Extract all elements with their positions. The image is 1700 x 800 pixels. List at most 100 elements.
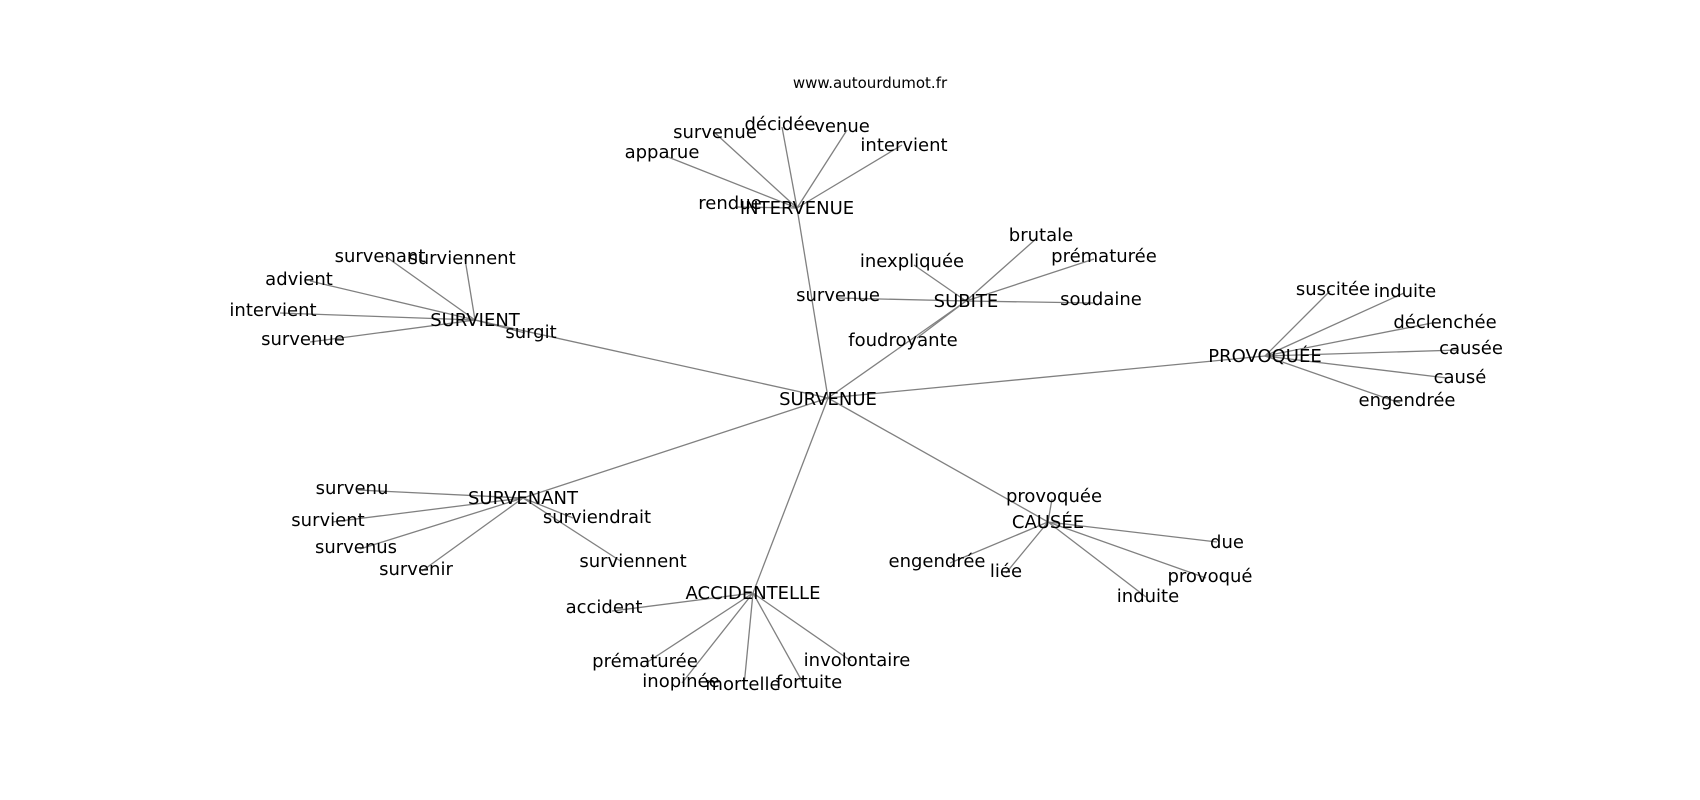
- leaf-word: engendrée: [1359, 390, 1456, 411]
- leaf-word: décidée: [745, 114, 816, 135]
- leaf-word: surviennent: [408, 248, 515, 269]
- edge-2-0: [965, 237, 1038, 302]
- leaf-word: due: [1210, 532, 1244, 553]
- leaf-word: survenue: [261, 329, 345, 350]
- leaf-word: induite: [1374, 281, 1436, 302]
- edge-2-4: [965, 300, 1095, 304]
- leaf-word: déclenchée: [1393, 312, 1496, 333]
- edge-5-1: [949, 521, 1049, 564]
- edge-1-1: [464, 258, 476, 321]
- edge-1-2: [309, 280, 476, 321]
- edge-0-2: [781, 126, 798, 209]
- edge-0-0: [667, 156, 798, 209]
- graph-edges: [279, 126, 1460, 687]
- leaf-word: surviennent: [579, 551, 686, 572]
- leaf-word: engendrée: [889, 551, 986, 572]
- edge-5-4: [1047, 521, 1207, 579]
- leaf-word: rendue: [698, 193, 761, 214]
- edge-5-2: [1005, 521, 1049, 574]
- leaf-word: survenir: [379, 559, 453, 580]
- edge-1-0: [384, 255, 476, 321]
- edge-2-1: [913, 264, 967, 302]
- edge-4-1: [331, 497, 524, 523]
- leaf-word: survenu: [316, 478, 389, 499]
- leaf-word: venue: [814, 116, 870, 137]
- edge-3-4: [1264, 355, 1448, 379]
- edge-5-0: [1047, 498, 1053, 523]
- graph-labels: apparuesurvenuedécidéevenueintervientren…: [229, 114, 1503, 695]
- edge-center-to-accidentelle: [752, 397, 829, 594]
- leaf-word: inopinée: [642, 671, 719, 692]
- hub-word: SURVENANT: [468, 488, 579, 509]
- edge-0-1: [714, 132, 798, 209]
- edge-6-0: [611, 592, 754, 612]
- leaf-word: surviendrait: [543, 507, 651, 528]
- edge-6-1: [645, 592, 754, 664]
- edge-4-3: [421, 497, 524, 572]
- leaf-word: suscitée: [1296, 279, 1370, 300]
- edge-1-5: [474, 319, 526, 334]
- hub-word: INTERVENUE: [740, 198, 854, 219]
- leaf-word: apparue: [625, 142, 700, 163]
- edge-6-5: [752, 592, 852, 662]
- leaf-word: prématurée: [592, 651, 698, 672]
- edge-4-0: [357, 489, 524, 499]
- edge-4-2: [359, 497, 524, 550]
- leaf-word: induite: [1117, 586, 1179, 607]
- leaf-word: survenue: [796, 285, 880, 306]
- edge-center-to-survenant: [522, 397, 829, 499]
- hub-word: PROVOQUÉE: [1208, 345, 1321, 367]
- hub-word: CAUSÉE: [1012, 511, 1084, 533]
- edge-6-2: [681, 592, 754, 684]
- leaf-word: soudaine: [1060, 289, 1142, 310]
- edge-center-to-intervenue: [796, 207, 829, 399]
- leaf-word: causé: [1434, 367, 1487, 388]
- center-word: SURVENUE: [779, 389, 877, 410]
- leaf-word: liée: [990, 561, 1022, 582]
- leaf-word: survient: [291, 510, 364, 531]
- leaf-word: mortelle: [705, 674, 780, 695]
- leaf-word: survenus: [315, 537, 397, 558]
- edge-3-5: [1264, 355, 1401, 404]
- leaf-word: provoqué: [1167, 566, 1252, 587]
- edge-2-3: [837, 297, 967, 302]
- edge-0-5: [735, 206, 798, 209]
- leaf-word: survenant: [335, 246, 426, 267]
- hub-word: SURVIENT: [430, 310, 521, 331]
- leaf-word: fortuite: [776, 672, 842, 693]
- edge-4-5: [522, 497, 623, 563]
- leaf-word: brutale: [1009, 225, 1073, 246]
- edge-3-2: [1264, 322, 1433, 357]
- leaf-word: inexpliquée: [860, 251, 964, 272]
- edge-5-3: [1047, 521, 1218, 543]
- leaf-word: accident: [566, 597, 643, 618]
- leaf-word: intervient: [229, 300, 316, 321]
- edge-2-2: [965, 258, 1095, 302]
- leaf-word: foudroyante: [848, 330, 957, 351]
- leaf-word: survenue: [673, 122, 757, 143]
- edge-6-3: [743, 592, 754, 687]
- edge-center-to-subite: [827, 300, 967, 399]
- edge-0-4: [796, 144, 903, 209]
- hub-word: SUBITE: [934, 291, 999, 312]
- edge-center-to-causée: [827, 397, 1049, 523]
- edge-center-to-survient: [474, 319, 829, 399]
- leaf-word: prématurée: [1051, 246, 1157, 267]
- edge-0-3: [796, 129, 848, 209]
- edge-1-4: [309, 319, 476, 343]
- edge-5-5: [1047, 521, 1147, 598]
- edge-2-5: [916, 300, 967, 339]
- edge-3-0: [1264, 290, 1331, 357]
- leaf-word: surgit: [505, 322, 556, 343]
- leaf-word: intervient: [860, 135, 947, 156]
- leaf-word: causée: [1439, 338, 1503, 359]
- edge-1-3: [279, 312, 476, 321]
- leaf-word: provoquée: [1006, 486, 1102, 507]
- edge-3-1: [1264, 292, 1405, 357]
- edge-center-to-provoquée: [827, 355, 1266, 399]
- hub-word: ACCIDENTELLE: [686, 583, 821, 604]
- leaf-word: advient: [265, 269, 333, 290]
- edge-6-4: [752, 592, 804, 684]
- watermark: www.autourdumot.fr: [793, 74, 948, 92]
